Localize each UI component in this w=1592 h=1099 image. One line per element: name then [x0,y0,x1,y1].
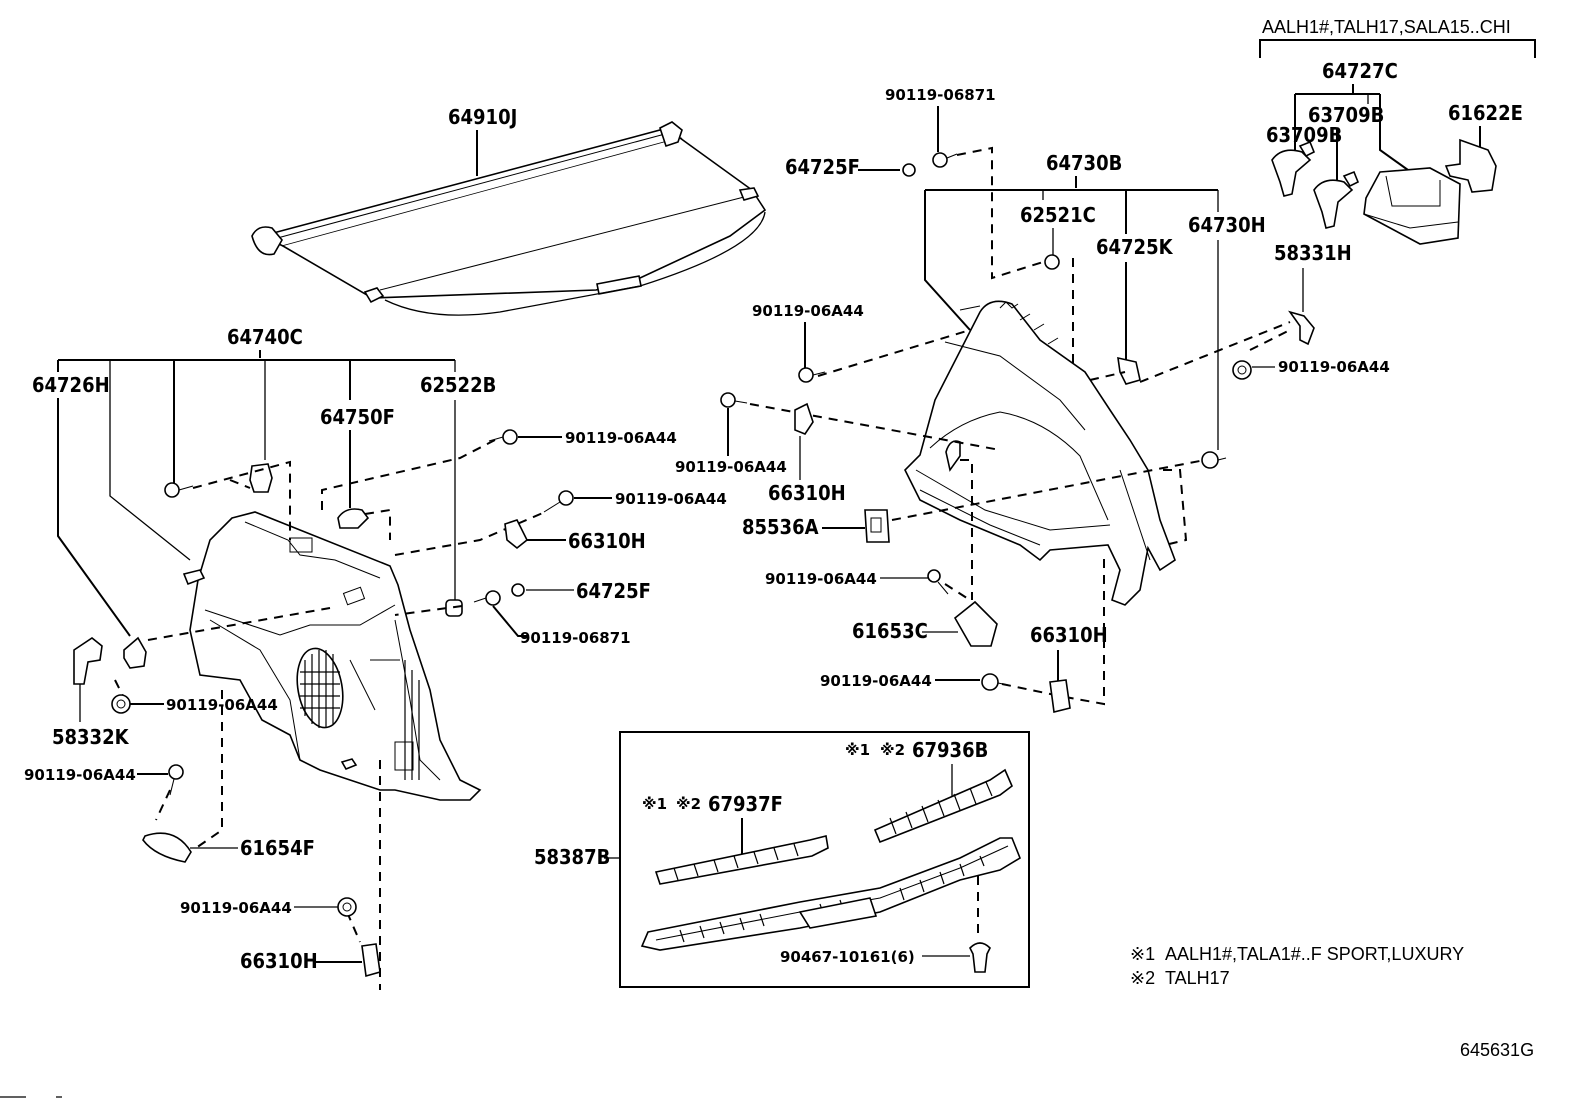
footnote-2-mark: ※2 [1130,968,1155,988]
variant-header: AALH1#,TALH17,SALA15..CHI [1262,17,1511,37]
clip-66310H-right-a[interactable] [794,402,814,435]
marker-2: ※2 [880,741,905,759]
rear-sill-plate[interactable] [640,837,1021,951]
tonneau-cover-part[interactable] [251,121,767,316]
screw-a44-right-2[interactable] [720,392,748,408]
label-90119-06A44: 90119-06A44 [180,899,292,917]
marker-1: ※1 [642,795,667,813]
label-90467-10161: 90467-10161(6) [780,948,915,966]
screw-06871-left[interactable] [473,590,501,606]
label-90119-06A44: 90119-06A44 [24,766,136,784]
footnote-1-mark: ※1 [1130,944,1155,964]
label-64750F: 64750F [320,405,395,429]
label-67937F: 67937F [708,792,783,816]
label-64730B: 64730B [1046,151,1122,175]
screw-a44-left-3[interactable] [111,694,131,714]
label-58332K: 58332K [52,725,130,749]
marker-1: ※1 [845,741,870,759]
label-58387B: 58387B [534,845,610,869]
label-90119-06A44: 90119-06A44 [765,570,877,588]
label-64725F: 64725F [785,155,860,179]
screw-a44-left-2[interactable] [543,490,574,513]
clip-66310H-left-b[interactable] [361,943,381,978]
left-bracket-64726H-clip[interactable] [123,636,147,669]
label-90119-06871: 90119-06871 [885,86,996,104]
label-61654F: 61654F [240,836,315,860]
label-66310H: 66310H [1030,623,1108,647]
label-64910J: 64910J [448,105,517,129]
right-quarter-trim-panel[interactable] [904,300,1176,606]
scuff-plate-67936B[interactable] [873,768,1013,844]
label-64725K: 64725K [1096,235,1174,259]
label-90119-06A44: 90119-06A44 [752,302,864,320]
clip-66310H-right-b[interactable] [1049,679,1071,713]
label-62521C: 62521C [1020,203,1096,227]
label-90119-06A44: 90119-06A44 [615,490,727,508]
cap-62521C[interactable] [1044,254,1060,270]
bracket-61622E[interactable] [1444,138,1497,193]
label-64727C: 64727C [1322,59,1398,83]
sill-clip-90467[interactable] [969,942,991,973]
holder-63709B-right[interactable] [1313,170,1360,229]
scuff-plate-67937F[interactable] [654,835,829,885]
clip-64730H[interactable] [1201,451,1227,469]
label-85536A: 85536A [742,515,819,539]
bracket-58331H[interactable] [1288,310,1315,346]
holder-63709B-left[interactable] [1271,140,1316,197]
label-90119-06871: 90119-06871 [520,629,631,647]
screw-left-top[interactable] [164,482,194,498]
label-64740C: 64740C [227,325,303,349]
screw-a44-left-5[interactable] [337,897,357,917]
label-90119-06A44: 90119-06A44 [166,696,278,714]
label-67936B: 67936B [912,738,988,762]
label-66310H: 66310H [768,481,846,505]
bracket-58332K[interactable] [73,637,103,685]
screw-a44-right-4[interactable] [981,673,1009,691]
label-90119-06A44: 90119-06A44 [820,672,932,690]
lower-cover-61653C[interactable] [953,600,998,647]
label-90119-06A44: 90119-06A44 [1278,358,1390,376]
clip-66310H-left-a[interactable] [504,519,529,550]
screw-06871-right[interactable] [932,152,958,168]
label-64725F: 64725F [576,579,651,603]
label-58331H: 58331H [1274,241,1352,265]
cover-85536A[interactable] [864,509,890,543]
label-90119-06A44: 90119-06A44 [565,429,677,447]
screw-a44-left-4[interactable] [168,764,184,796]
clip-64725F-left[interactable] [511,583,525,597]
figure-id: 645631G [1460,1040,1534,1060]
marker-2: ※2 [676,795,701,813]
screw-a44-right-1[interactable] [798,367,826,383]
label-61622E: 61622E [1448,101,1523,125]
holder-tray[interactable] [1363,167,1461,245]
hook-64750F[interactable] [337,508,370,529]
label-63709B: 63709B [1308,103,1384,127]
label-64726H: 64726H [32,373,110,397]
left-quarter-trim-panel[interactable] [182,511,482,801]
clip-64740C[interactable] [249,463,273,493]
label-62522B: 62522B [420,373,496,397]
screw-a44-right-5[interactable] [1232,360,1252,380]
lower-cover-61654F[interactable] [142,832,192,863]
footnote-2-text: TALH17 [1165,968,1230,988]
hook-64725K[interactable] [1117,356,1141,385]
label-64730H: 64730H [1188,213,1266,237]
label-90119-06A44: 90119-06A44 [675,458,787,476]
label-66310H: 66310H [240,949,318,973]
label-66310H: 66310H [568,529,646,553]
label-61653C: 61653C [852,619,928,643]
screw-a44-right-3[interactable] [927,569,949,595]
sill-group-box [619,731,1030,988]
label-63709B: 63709B [1266,123,1342,147]
footnote-1-text: AALH1#,TALA1#..F SPORT,LUXURY [1165,944,1464,964]
screw-a44-left-1[interactable] [488,429,518,445]
clip-64725F-right[interactable] [902,163,916,177]
